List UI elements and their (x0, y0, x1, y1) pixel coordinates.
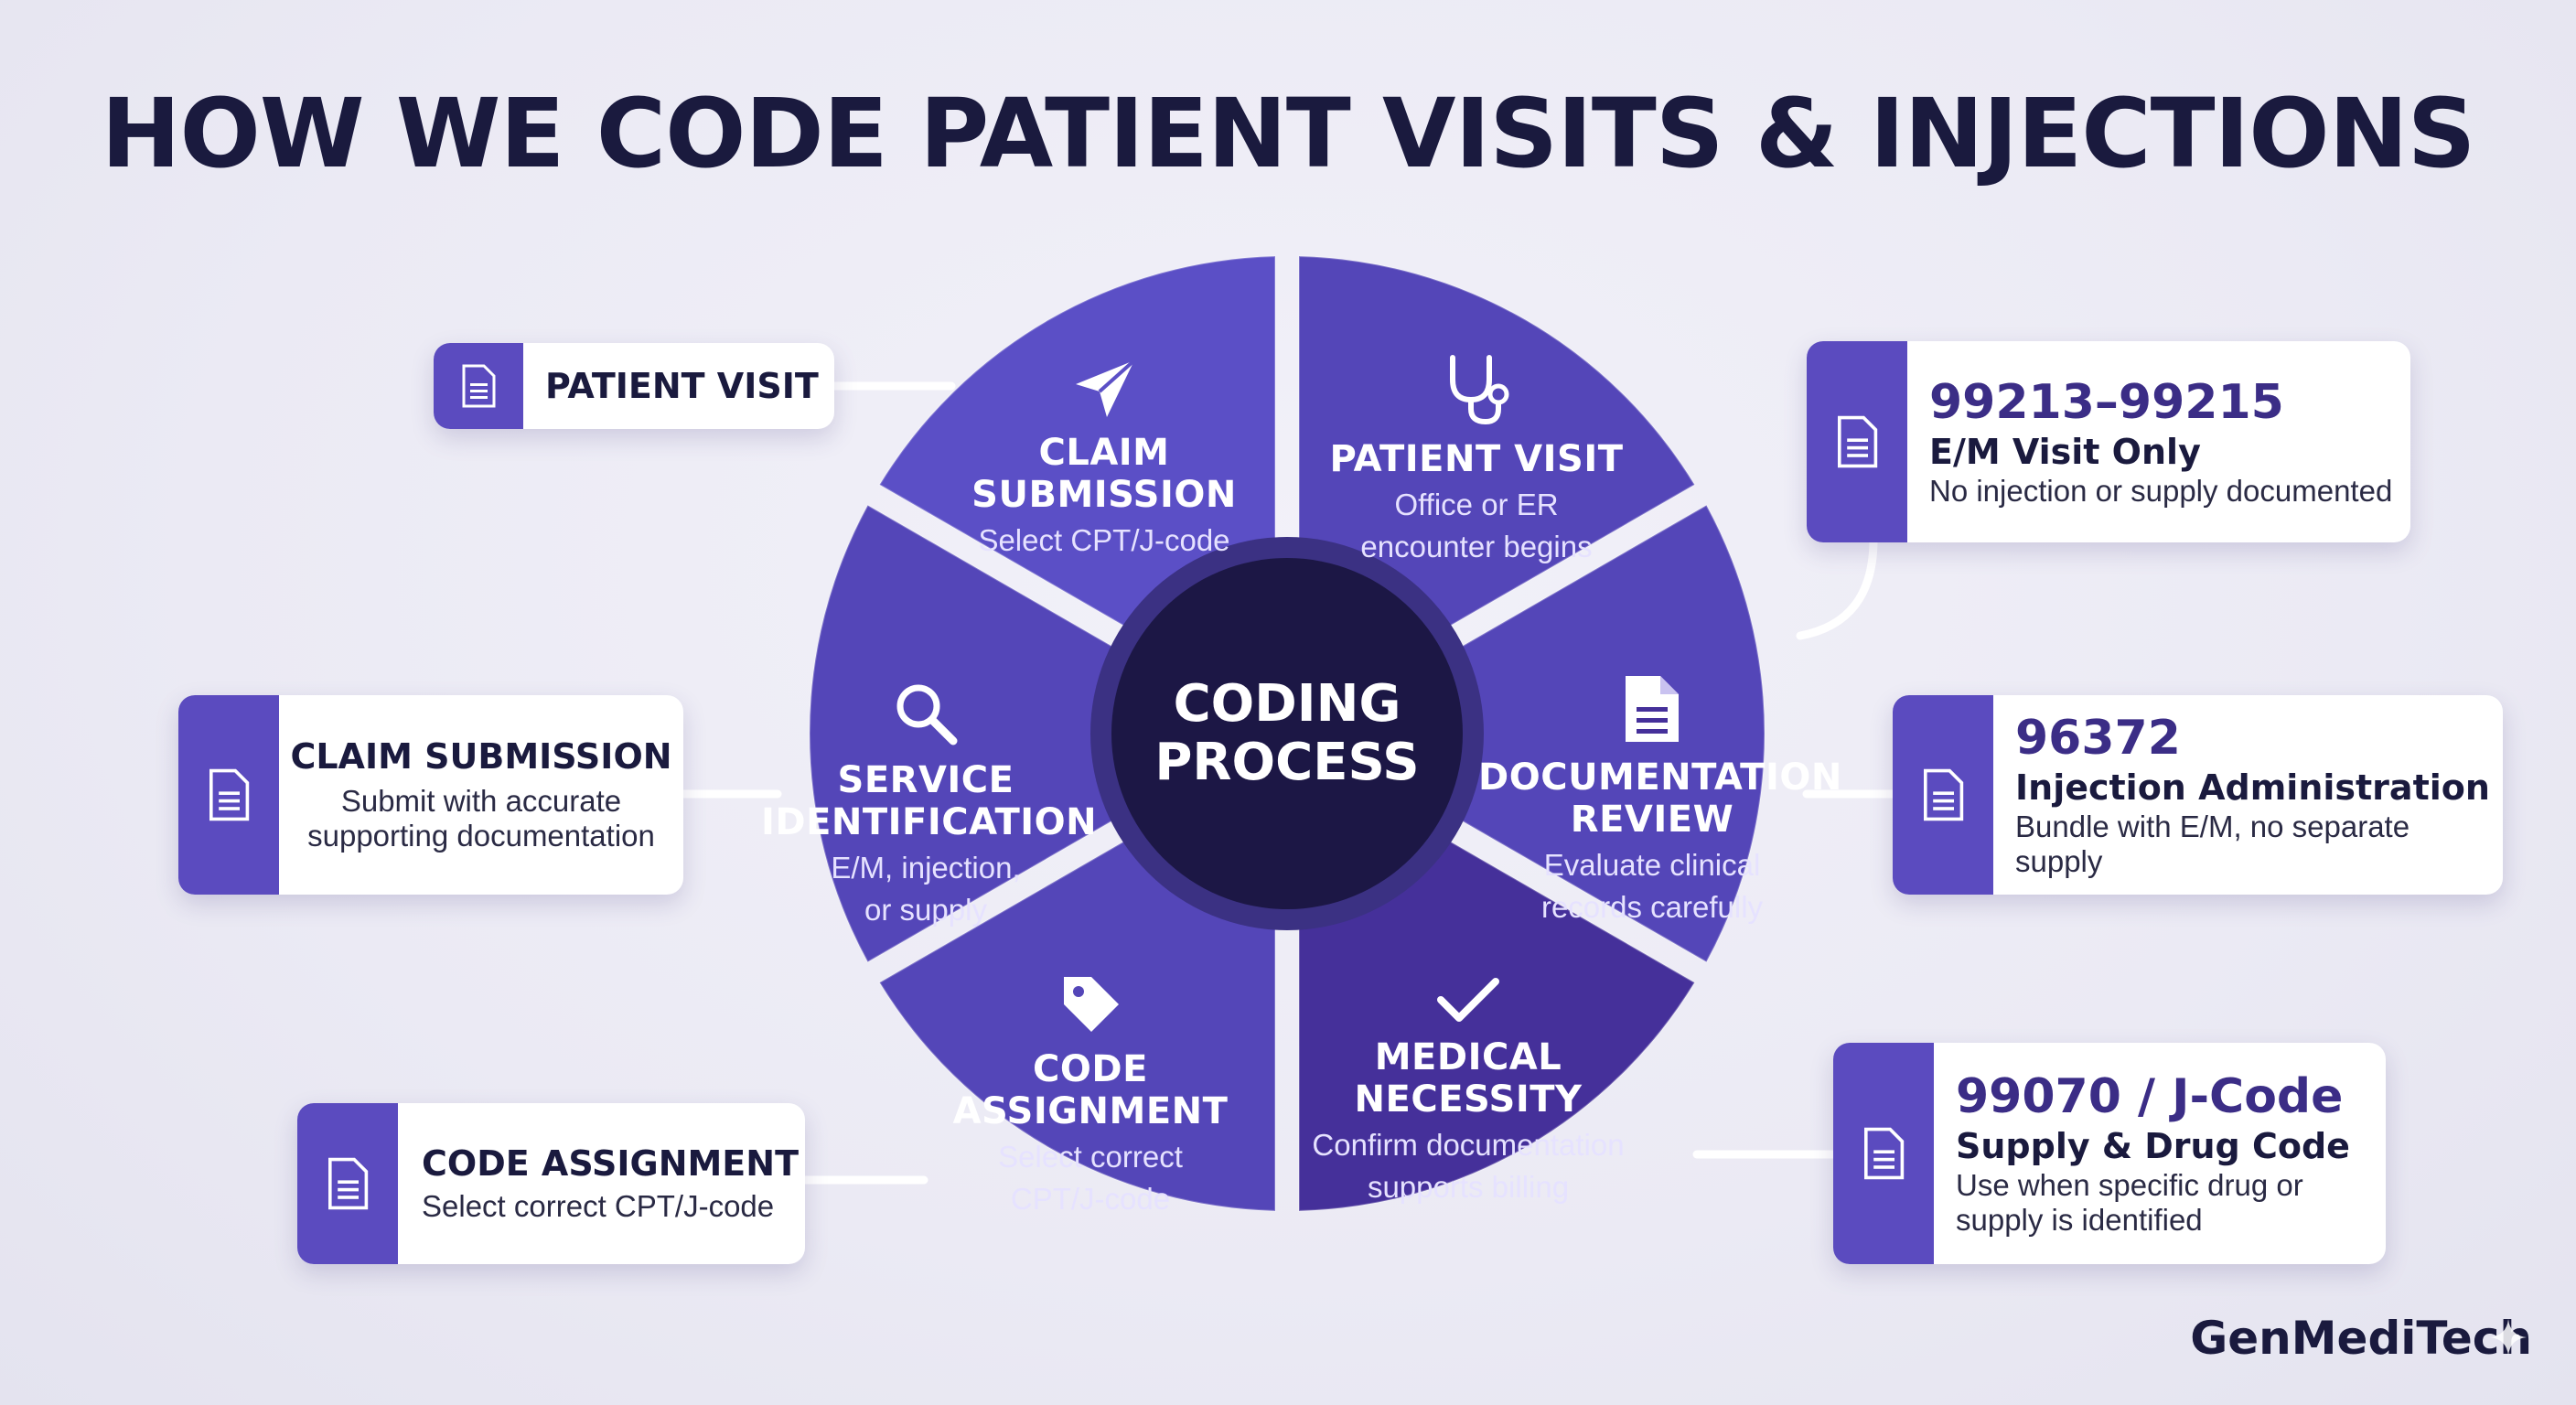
segment-subtitle: or supply (864, 893, 987, 927)
left-card-patient-visit[interactable]: PATIENT VISIT (434, 343, 834, 429)
center-line-1: CODING (1173, 674, 1401, 734)
billing-code: 99213–99215 (1929, 375, 2284, 430)
segment-title: ASSIGNMENT (952, 1090, 1229, 1132)
card-tab (1807, 341, 1907, 542)
card-subtitle: supply is identified (1956, 1203, 2203, 1237)
segment-title: CODE (1033, 1048, 1148, 1090)
document-icon (1626, 676, 1679, 742)
document-icon (209, 768, 250, 821)
billing-code: 99070 / J-Code (1956, 1069, 2344, 1124)
card-title: CODE ASSIGNMENT (422, 1143, 799, 1184)
card-subtitle: Select correct CPT/J-code (422, 1189, 775, 1223)
segment-title: REVIEW (1570, 799, 1734, 841)
card-subtitle: Submit with accurate (340, 784, 622, 818)
connector-em-visit (1796, 535, 1878, 640)
tag-icon (1064, 977, 1119, 1032)
card-subtitle: supporting documentation (307, 819, 655, 853)
segment-title: SUBMISSION (971, 474, 1237, 516)
card-title: E/M Visit Only (1929, 432, 2201, 472)
right-card-injection[interactable]: 96372 Injection Administration Bundle wi… (1893, 695, 2503, 895)
stethoscope-icon (1450, 355, 1509, 425)
left-card-claim-submission[interactable]: CLAIM SUBMISSION Submit with accurate su… (178, 695, 683, 895)
right-card-supply-drug[interactable]: 99070 / J-Code Supply & Drug Code Use wh… (1833, 1043, 2386, 1264)
checkmark-icon (1437, 978, 1499, 1022)
card-tab (434, 343, 523, 429)
segment-medical-necessity[interactable]: MEDICAL NECESSITY Confirm documentation … (1276, 974, 1660, 1205)
send-icon (1076, 359, 1136, 417)
right-card-em-visit[interactable]: 99213–99215 E/M Visit Only No injection … (1807, 341, 2410, 542)
segment-title: PATIENT VISIT (1329, 438, 1624, 480)
card-tab (1893, 695, 1993, 895)
segment-subtitle: Select correct (998, 1140, 1183, 1174)
segment-subtitle: CPT/J-code (1010, 1182, 1171, 1216)
page-title: HOW WE CODE PATIENT VISITS & INJECTIONS (101, 78, 2475, 189)
brand-logo: GenMediTech (2190, 1312, 2532, 1365)
segment-title: CLAIM (1038, 432, 1170, 474)
left-card-code-assignment[interactable]: CODE ASSIGNMENT Select correct CPT/J-cod… (297, 1103, 805, 1264)
segment-patient-visit[interactable]: PATIENT VISIT Office or ER encounter beg… (1312, 352, 1641, 564)
card-title: Injection Administration (2015, 767, 2490, 808)
card-tab (1833, 1043, 1934, 1264)
segment-claim-submission[interactable]: CLAIM SUBMISSION Select CPT/J-code (939, 357, 1269, 558)
card-subtitle: Use when specific drug or (1956, 1168, 2303, 1202)
card-subtitle: No injection or supply documented (1929, 474, 2393, 508)
segment-title: DOCUMENTATION (1478, 756, 1842, 799)
card-title: PATIENT VISIT (545, 366, 819, 406)
card-title: CLAIM SUBMISSION (290, 736, 672, 777)
document-icon (1864, 1127, 1905, 1180)
segment-title: SERVICE (837, 759, 1014, 801)
segment-subtitle: encounter begins (1360, 530, 1593, 563)
segment-service-identification[interactable]: SERVICE IDENTIFICATION E/M, injection, o… (761, 679, 1098, 928)
document-icon (1838, 415, 1878, 468)
search-icon (896, 684, 958, 745)
segment-subtitle: records carefully (1540, 890, 1764, 924)
segment-title: MEDICAL (1374, 1036, 1562, 1078)
billing-code: 96372 (2015, 711, 2181, 766)
segment-title: IDENTIFICATION (761, 801, 1098, 843)
document-icon (462, 364, 496, 408)
segment-subtitle: E/M, injection, (831, 851, 1021, 885)
card-title: Supply & Drug Code (1956, 1126, 2350, 1166)
segment-subtitle: supports billing (1367, 1170, 1570, 1204)
sparkle-icon (2490, 1319, 2527, 1356)
center-circle (1111, 558, 1463, 909)
card-subtitle: Bundle with E/M, no separate supply (2015, 810, 2410, 878)
segment-subtitle: Select CPT/J-code (978, 523, 1230, 557)
segment-subtitle: Confirm documentation (1312, 1128, 1625, 1162)
segment-subtitle: Evaluate clinical (1543, 848, 1761, 882)
segment-subtitle: Office or ER (1394, 488, 1559, 521)
segment-code-assignment[interactable]: CODE ASSIGNMENT Select correct CPT/J-cod… (926, 970, 1255, 1217)
center-line-2: PROCESS (1154, 733, 1420, 792)
document-icon (328, 1157, 369, 1210)
segment-documentation-review[interactable]: DOCUMENTATION REVIEW Evaluate clinical r… (1478, 672, 1842, 925)
document-icon (1924, 768, 1964, 821)
segment-title: NECESSITY (1354, 1078, 1583, 1121)
card-tab (178, 695, 279, 895)
card-tab (297, 1103, 398, 1264)
center-label: CODING PROCESS (1150, 675, 1424, 792)
